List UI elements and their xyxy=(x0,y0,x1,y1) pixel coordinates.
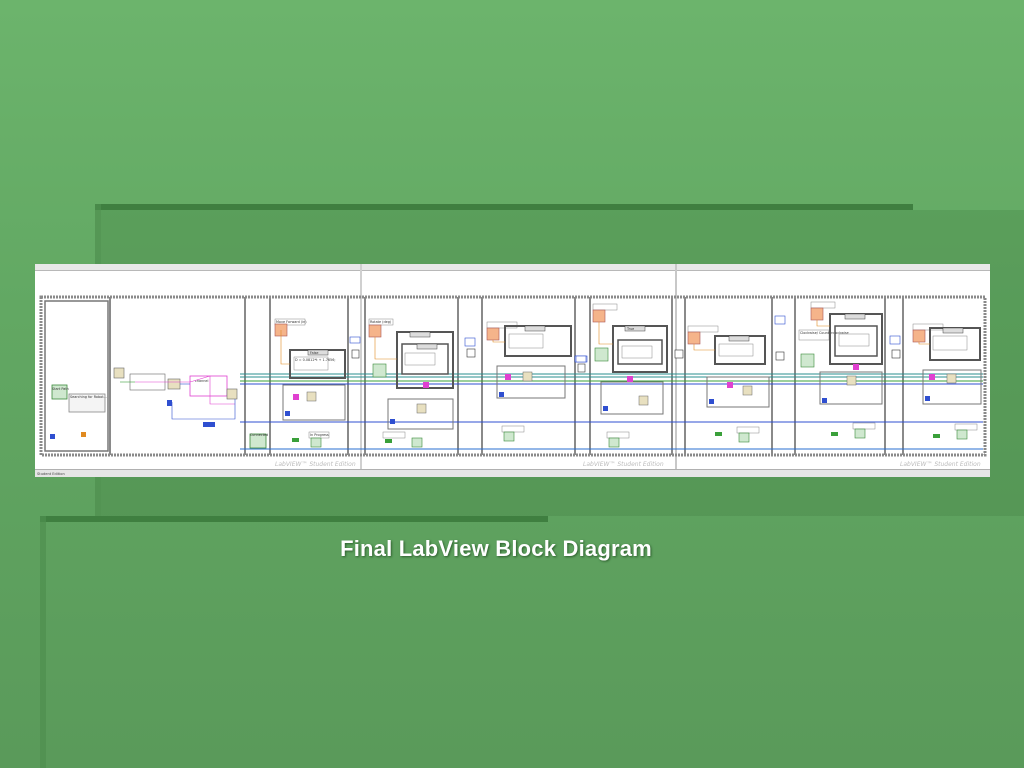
decorative-bar-left-lower xyxy=(40,516,46,768)
clockwise-label: Clockwise/ Counterclockwise xyxy=(800,331,849,335)
start-path-label: Start Path xyxy=(52,387,69,391)
rotate-label-1: Rotate (deg) xyxy=(370,320,392,324)
channel-label: channel xyxy=(195,379,208,383)
decorative-bar-top xyxy=(95,204,913,210)
case-true-1: True xyxy=(626,327,634,331)
watermark-2: LabVIEW™ Student Edition xyxy=(583,461,664,468)
move-forward-label-1: Move Forward (in) xyxy=(276,320,307,324)
student-edition-tab: Student Edition xyxy=(37,472,65,476)
case-false-1: False xyxy=(310,351,319,355)
in-progress-label-1: In Progress xyxy=(310,433,329,437)
formula-1: D = 0.0812*t + 1.7656; xyxy=(295,358,336,362)
connected-label: Connected xyxy=(250,433,268,437)
slide-title: Final LabView Block Diagram xyxy=(340,536,652,561)
watermark-1: LabVIEW™ Student Edition xyxy=(275,461,356,468)
labview-block-diagram: Start Path Searching for Robot... channe… xyxy=(35,264,990,477)
decorative-bar-middle xyxy=(40,516,548,522)
watermark-3: LabVIEW™ Student Edition xyxy=(900,461,981,468)
searching-label: Searching for Robot... xyxy=(70,395,107,399)
